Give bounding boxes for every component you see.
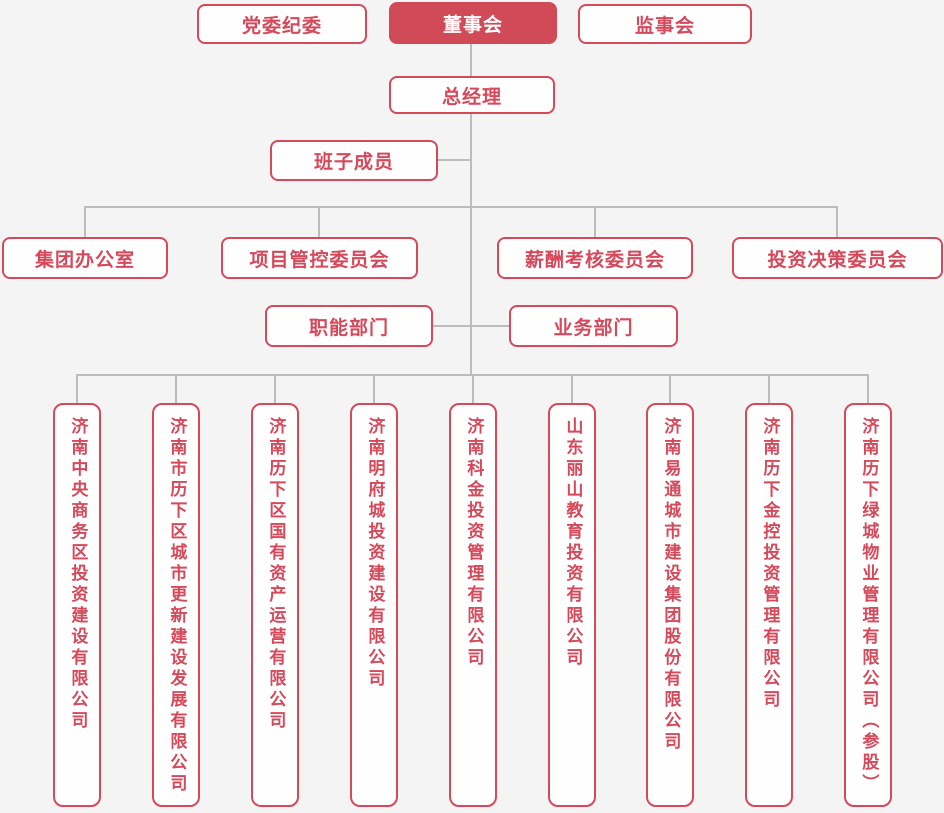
connector-board-gm: [470, 43, 472, 76]
connector-drop-company-9: [867, 374, 869, 403]
node-label: 业务部门: [553, 317, 634, 339]
node-investment-decision-committee: 投资决策委员会: [732, 237, 943, 279]
connector-drop-company-3: [274, 374, 276, 403]
node-label: 集团办公室: [34, 249, 135, 271]
connector-drop-office: [84, 206, 86, 237]
company-node-2: 济南市历下区城市更新建设发展有限公司: [152, 403, 200, 807]
company-node-7: 济南易通城市建设集团股份有限公司: [646, 403, 694, 807]
company-node-4: 济南明府城投资建设有限公司: [350, 403, 398, 807]
node-business-departments: 业务部门: [509, 305, 678, 347]
company-name: 济南易通城市建设集团股份有限公司: [661, 417, 681, 753]
connector-drop-company-4: [373, 374, 375, 403]
node-label: 班子成员: [313, 152, 394, 173]
node-label: 薪酬考核委员会: [524, 249, 665, 271]
node-team-members: 班子成员: [270, 140, 438, 181]
connector-drop-company-1: [76, 374, 78, 403]
company-node-3: 济南历下区国有资产运营有限公司: [251, 403, 299, 807]
connector-branch-committees: [84, 206, 838, 208]
company-node-8: 济南历下金控投资管理有限公司: [745, 403, 793, 807]
connector-team-stub: [438, 159, 472, 161]
node-label: 职能部门: [308, 317, 389, 339]
connector-drop-company-8: [768, 374, 770, 403]
company-name: 济南历下绿城物业管理有限公司（参股）: [859, 417, 879, 795]
node-label: 党委纪委: [241, 15, 322, 37]
node-functional-departments: 职能部门: [265, 305, 433, 347]
company-name: 山东丽山教育投资有限公司: [563, 417, 583, 669]
connector-drop-company-6: [571, 374, 573, 403]
node-label: 监事会: [634, 15, 695, 37]
node-label: 总经理: [441, 86, 502, 108]
node-label: 董事会: [442, 14, 503, 36]
node-party-discipline-committee: 党委纪委: [197, 4, 367, 44]
company-name: 济南科金投资管理有限公司: [464, 417, 484, 669]
connector-drop-investment: [836, 206, 838, 237]
connector-functional-stub: [433, 325, 472, 327]
node-label: 投资决策委员会: [767, 249, 908, 271]
company-node-1: 济南中央商务区投资建设有限公司: [53, 403, 101, 807]
node-project-control-committee: 项目管控委员会: [221, 237, 418, 279]
connector-drop-salary: [594, 206, 596, 237]
company-name: 济南明府城投资建设有限公司: [365, 417, 385, 690]
connector-spine: [470, 114, 472, 376]
node-supervisory-board: 监事会: [578, 4, 752, 44]
connector-drop-company-5: [472, 374, 474, 403]
connector-drop-company-7: [669, 374, 671, 403]
company-node-5: 济南科金投资管理有限公司: [449, 403, 497, 807]
company-name: 济南历下区国有资产运营有限公司: [266, 417, 286, 732]
company-name: 济南中央商务区投资建设有限公司: [68, 417, 88, 732]
connector-drop-project: [318, 206, 320, 237]
node-label: 项目管控委员会: [249, 249, 390, 271]
company-name: 济南历下金控投资管理有限公司: [760, 417, 780, 711]
connector-drop-company-2: [175, 374, 177, 403]
node-group-office: 集团办公室: [2, 237, 168, 279]
company-node-6: 山东丽山教育投资有限公司: [548, 403, 596, 807]
node-compensation-assessment-committee: 薪酬考核委员会: [497, 237, 693, 279]
company-name: 济南市历下区城市更新建设发展有限公司: [167, 417, 187, 795]
node-general-manager: 总经理: [389, 76, 555, 114]
company-node-9: 济南历下绿城物业管理有限公司（参股）: [844, 403, 892, 807]
connector-business-stub: [470, 325, 511, 327]
node-board-of-directors: 董事会: [389, 2, 557, 44]
